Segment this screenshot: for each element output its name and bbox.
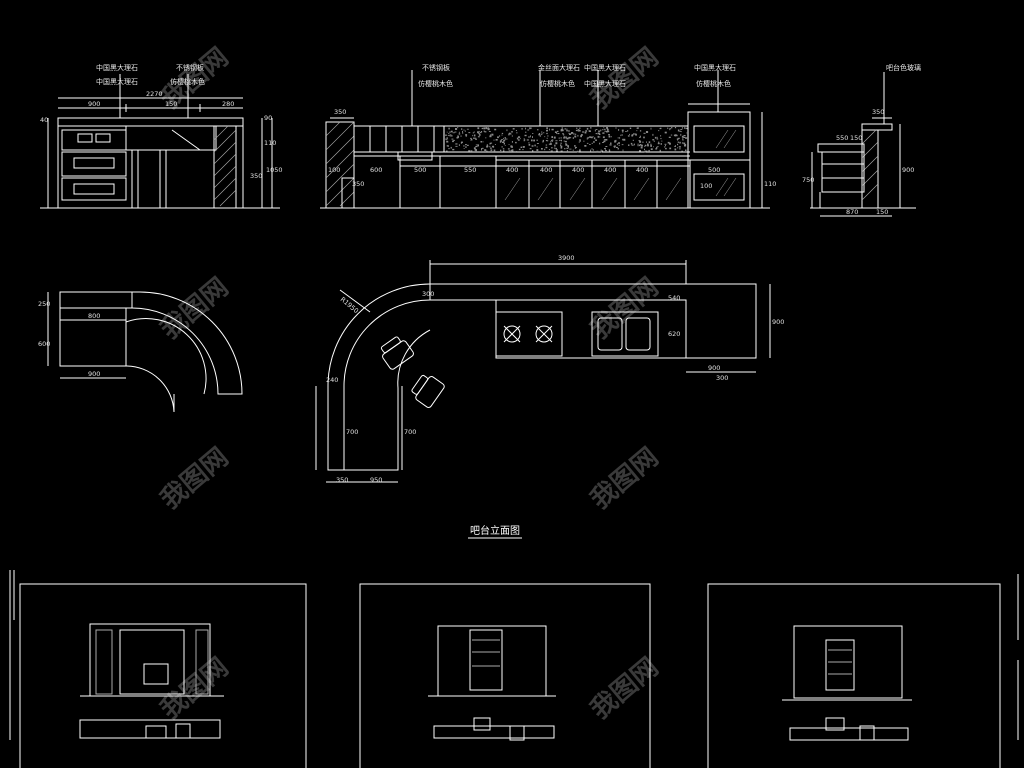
dimension-label: 900: [772, 318, 784, 326]
dimension-label: 150: [165, 100, 177, 108]
dimension-label: 280: [222, 100, 234, 108]
section-title: 吧台立面图: [470, 524, 520, 537]
dimension-label: 40: [40, 116, 48, 124]
dimension-label: 400: [540, 166, 552, 174]
dimension-label: 700: [404, 428, 416, 436]
dimension-label: 110: [264, 139, 276, 147]
dimension-label: 250: [38, 300, 50, 308]
dimension-label: R1950: [339, 295, 360, 315]
watermark: 我图网: [585, 272, 664, 345]
plan-b: [316, 260, 770, 482]
watermark: 我图网: [585, 42, 664, 115]
dimension-label: 400: [572, 166, 584, 174]
sheet-3: [708, 584, 1000, 768]
material-label: 不锈钢板: [422, 63, 450, 72]
dimension-label: 350: [872, 108, 884, 116]
watermark: 我图网: [155, 652, 234, 725]
dimension-label: 600: [370, 166, 382, 174]
dimension-label: 750: [802, 176, 814, 184]
material-label: 中国黑大理石: [96, 77, 138, 86]
plan-b-labels: 3900 R1950 300 540 620 900 300 900 240 7…: [326, 254, 784, 484]
elevation-c-labels: 吧台色玻璃 350 550 150 750 900 870 150: [802, 63, 921, 216]
material-label: 仿樱桃木色: [170, 77, 205, 86]
dimension-label: 300: [716, 374, 728, 382]
dimension-label: 400: [604, 166, 616, 174]
dimension-label: 350: [336, 476, 348, 484]
dimension-label: 400: [636, 166, 648, 174]
dimension-label: 110: [764, 180, 776, 188]
dimension-label: 870: [846, 208, 858, 216]
dimension-label: 150: [850, 134, 862, 142]
dimension-label: 350: [250, 172, 262, 180]
dimension-label: 350: [334, 108, 346, 116]
material-label: 仿樱桃木色: [540, 79, 575, 88]
dimension-label: 100: [700, 182, 712, 190]
dimension-label: 150: [876, 208, 888, 216]
dimension-label: 400: [506, 166, 518, 174]
material-label: 不锈钢板: [176, 63, 204, 72]
dimension-label: 950: [370, 476, 382, 484]
dimension-label: 1050: [266, 166, 283, 174]
material-label: 仿樱桃木色: [696, 79, 731, 88]
dimension-label: 350: [352, 180, 364, 188]
dimension-label: 900: [902, 166, 914, 174]
dimension-label: 500: [414, 166, 426, 174]
dimension-label: 550: [464, 166, 476, 174]
dimension-label: 800: [88, 312, 100, 320]
plan-a-labels: 250 800 600 900: [38, 300, 100, 378]
material-label: 仿樱桃木色: [418, 79, 453, 88]
dimension-label: 900: [88, 100, 100, 108]
dimension-label: 900: [708, 364, 720, 372]
dimension-label: 300: [422, 290, 434, 298]
dimension-label: 2270: [146, 90, 163, 98]
dimension-label: 90: [264, 114, 272, 122]
dimension-label: 900: [88, 370, 100, 378]
dimension-label: 700: [346, 428, 358, 436]
dimension-label: 100: [328, 166, 340, 174]
dimension-label: 3900: [558, 254, 575, 262]
elevation-b-labels: 不锈钢板 仿樱桃木色 金丝面大理石 仿樱桃木色 中国黑大理石 中国黑大理石 中国…: [328, 63, 776, 190]
dimension-label: 500: [708, 166, 720, 174]
sheet-1: [10, 570, 306, 768]
elevation-c: [810, 72, 916, 216]
material-label: 吧台色玻璃: [886, 63, 921, 72]
dimension-label: 540: [668, 294, 680, 302]
watermark-layer: 我图网 我图网 我图网 我图网 我图网 我图网 我图网 我图网: [155, 42, 664, 725]
stone-hatch: [444, 126, 688, 153]
material-label: 中国黑大理石: [694, 63, 736, 72]
watermark: 我图网: [585, 442, 664, 515]
material-label: 金丝面大理石: [538, 63, 580, 72]
elevation-a-labels: 中国黑大理石 中国黑大理石 不锈钢板 仿樱桃木色 2270 900 150 28…: [40, 63, 283, 180]
material-label: 中国黑大理石: [584, 63, 626, 72]
dimension-label: 240: [326, 376, 338, 384]
watermark: 我图网: [155, 442, 234, 515]
dimension-label: 620: [668, 330, 680, 338]
plan-a: [48, 292, 242, 412]
material-label: 中国黑大理石: [96, 63, 138, 72]
elevation-a: [40, 74, 280, 208]
material-label: 中国黑大理石: [584, 79, 626, 88]
watermark: 我图网: [585, 652, 664, 725]
dimension-label: 600: [38, 340, 50, 348]
sheet-2: [360, 584, 650, 768]
dimension-label: 550: [836, 134, 848, 142]
